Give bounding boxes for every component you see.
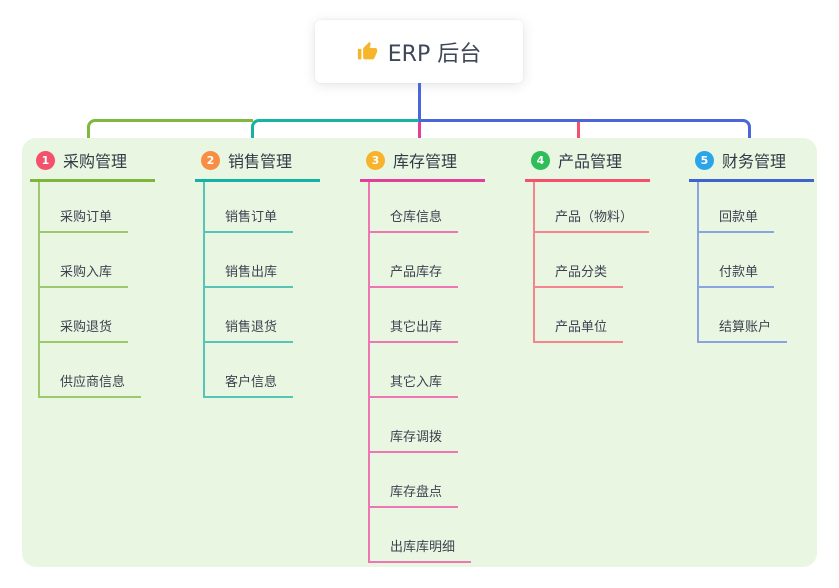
mindmap-node-item[interactable]: 销售退货	[205, 288, 294, 343]
branch-header[interactable]: 2 销售管理	[195, 148, 321, 182]
branch-items: 回款单付款单结算账户	[697, 182, 814, 343]
mindmap-node-item[interactable]: 付款单	[699, 233, 775, 288]
mindmap-node-item[interactable]: 产品分类	[535, 233, 624, 288]
branch-number-badge: 1	[36, 150, 55, 170]
branch-number-badge: 2	[201, 150, 220, 170]
thumbs-up-icon	[357, 41, 378, 62]
mindmap-node-item[interactable]: 库存盘点	[370, 453, 459, 508]
branch2-connector	[251, 119, 419, 143]
branch-items: 采购订单采购入库采购退货供应商信息	[38, 182, 155, 398]
branch4-connector	[577, 122, 580, 143]
root-node[interactable]: ERP 后台	[315, 20, 523, 83]
mindmap-node-item[interactable]: 出库库明细	[370, 508, 472, 563]
branch-items: 仓库信息产品库存其它出库其它入库库存调拨库存盘点出库库明细	[368, 182, 485, 563]
branch-销售管理: 2 销售管理 销售订单销售出库销售退货客户信息	[195, 148, 321, 398]
branch-label: 财务管理	[722, 152, 787, 171]
branch-产品管理: 4 产品管理 产品（物料）产品分类产品单位	[525, 148, 651, 343]
branch-number-badge: 3	[366, 150, 385, 170]
branch-采购管理: 1 采购管理 采购订单采购入库采购退货供应商信息	[30, 148, 156, 398]
branch-header[interactable]: 1 采购管理	[30, 148, 156, 182]
branch-label: 产品管理	[558, 152, 623, 171]
mindmap-node-item[interactable]: 采购订单	[40, 182, 129, 233]
mindmap-node-item[interactable]: 产品单位	[535, 288, 624, 343]
branch5-connector	[419, 119, 751, 143]
branch-items: 产品（物料）产品分类产品单位	[533, 182, 650, 343]
branch-库存管理: 3 库存管理 仓库信息产品库存其它出库其它入库库存调拨库存盘点出库库明细	[360, 148, 486, 563]
mindmap-node-item[interactable]: 其它入库	[370, 343, 459, 398]
branch-header[interactable]: 5 财务管理	[689, 148, 815, 182]
mindmap-node-item[interactable]: 销售订单	[205, 182, 294, 233]
mindmap-node-item[interactable]: 采购入库	[40, 233, 129, 288]
panel	[22, 138, 817, 567]
branch-label: 销售管理	[228, 152, 293, 171]
mindmap-node-item[interactable]: 销售出库	[205, 233, 294, 288]
mindmap-node-item[interactable]: 结算账户	[699, 288, 788, 343]
mindmap-node-item[interactable]: 其它出库	[370, 288, 459, 343]
mindmap-node-item[interactable]: 采购退货	[40, 288, 129, 343]
branch-label: 库存管理	[393, 152, 458, 171]
branch-财务管理: 5 财务管理 回款单付款单结算账户	[689, 148, 815, 343]
mindmap-node-item[interactable]: 仓库信息	[370, 182, 459, 233]
mindmap-node-item[interactable]: 供应商信息	[40, 343, 142, 398]
branch-items: 销售订单销售出库销售退货客户信息	[203, 182, 320, 398]
root-connector-line	[418, 83, 421, 121]
mindmap-node-item[interactable]: 产品库存	[370, 233, 459, 288]
root-title: ERP 后台	[387, 41, 482, 67]
branch1-connector	[87, 119, 253, 143]
branch-header[interactable]: 3 库存管理	[360, 148, 486, 182]
branch-header[interactable]: 4 产品管理	[525, 148, 651, 182]
branch-number-badge: 4	[531, 150, 550, 170]
branch3-connector	[418, 122, 421, 143]
mindmap-node-item[interactable]: 库存调拨	[370, 398, 459, 453]
mindmap-node-item[interactable]: 回款单	[699, 182, 775, 233]
branch-label: 采购管理	[63, 152, 128, 171]
mindmap-node-item[interactable]: 客户信息	[205, 343, 294, 398]
mindmap-node-item[interactable]: 产品（物料）	[535, 182, 650, 233]
branch-number-badge: 5	[695, 150, 714, 170]
